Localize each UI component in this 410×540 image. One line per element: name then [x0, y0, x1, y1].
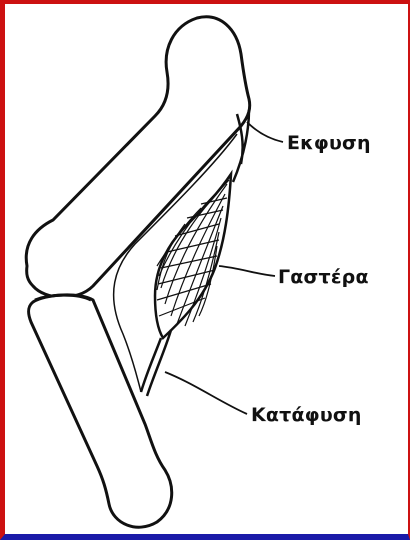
lower-bone [29, 295, 172, 527]
label-insertion: Κατάφυση [251, 404, 362, 426]
leader-line-origin [247, 122, 283, 142]
insertion-tendon [141, 330, 171, 396]
leader-line-insertion [165, 372, 247, 414]
label-belly: Γαστέρα [278, 266, 369, 288]
leader-line-belly [219, 266, 275, 276]
label-origin: Εκφυση [287, 132, 371, 154]
